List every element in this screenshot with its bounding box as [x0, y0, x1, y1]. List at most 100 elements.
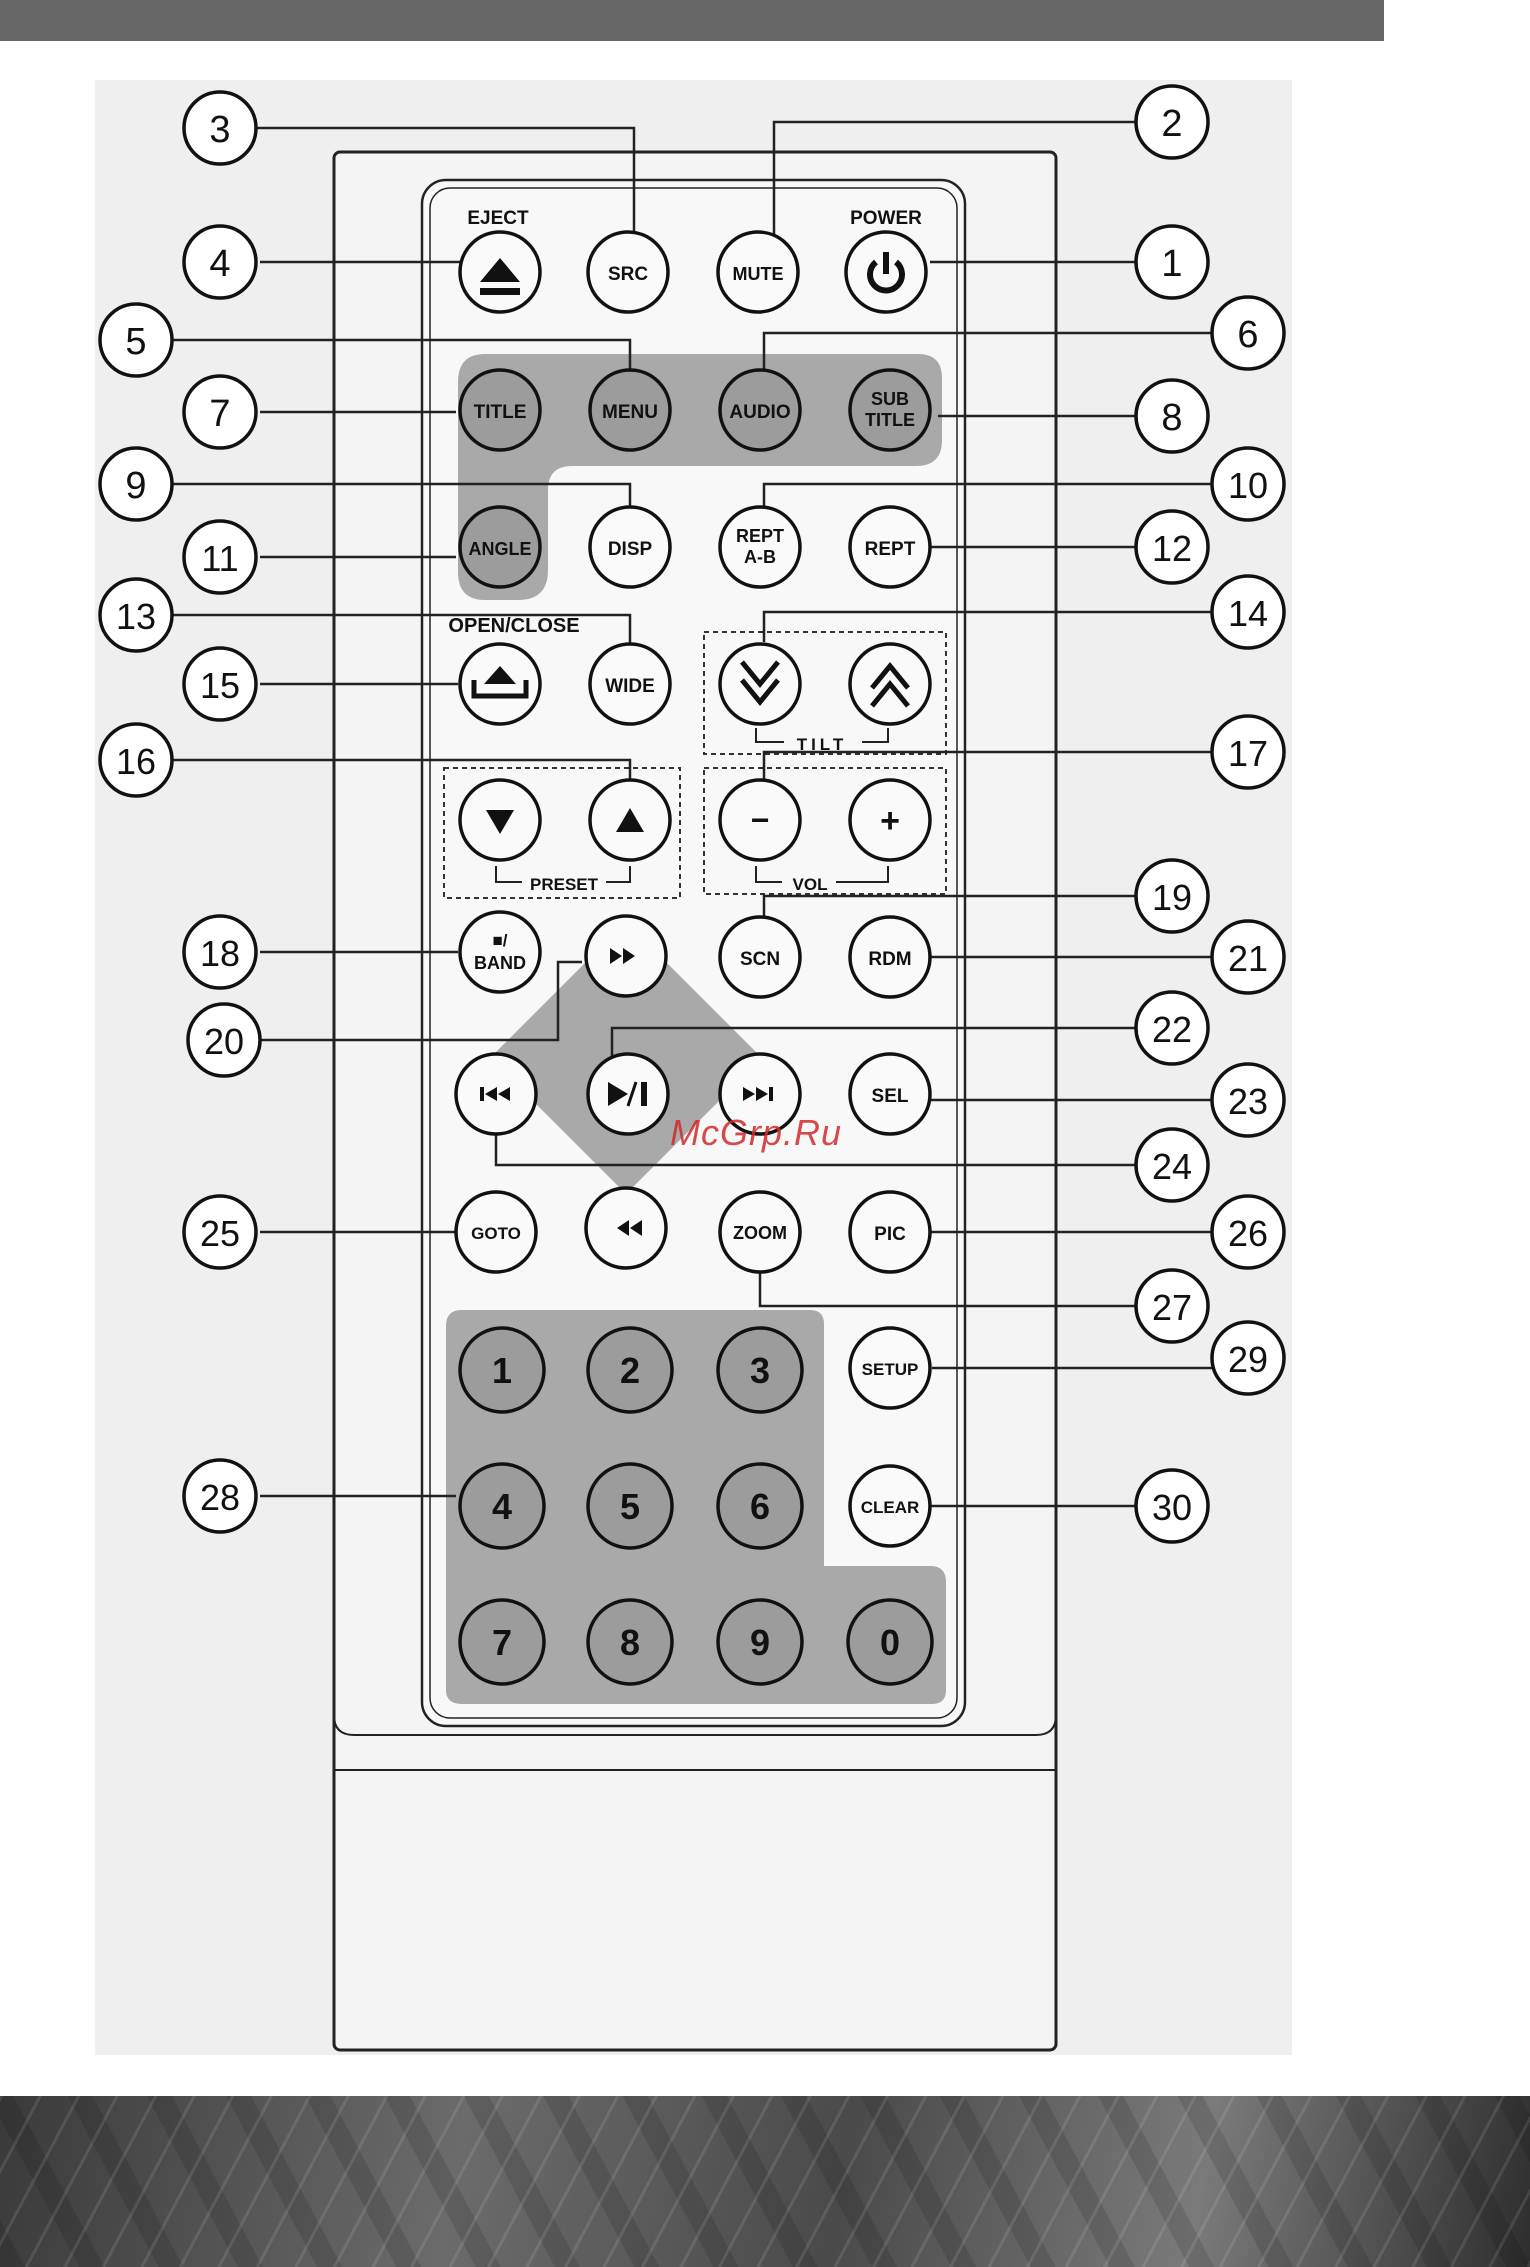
- svg-text:2: 2: [1161, 103, 1182, 145]
- stop-band-button[interactable]: ■/ BAND: [460, 912, 540, 992]
- callout-4: 4: [184, 226, 256, 298]
- callout-25: 25: [184, 1196, 256, 1268]
- vol-up-button[interactable]: +: [850, 780, 930, 860]
- svg-text:10: 10: [1228, 465, 1268, 506]
- preset-down-button[interactable]: [460, 780, 540, 860]
- src-button[interactable]: SRC: [588, 232, 668, 312]
- disp-button[interactable]: DISP: [590, 507, 670, 587]
- svg-text:22: 22: [1152, 1009, 1192, 1050]
- svg-text:21: 21: [1228, 938, 1268, 979]
- callout-19: 19: [1136, 860, 1208, 932]
- svg-text:11: 11: [201, 538, 238, 579]
- previous-button[interactable]: [456, 1054, 536, 1134]
- rdm-button[interactable]: RDM: [850, 917, 930, 997]
- title-button[interactable]: TITLE: [460, 370, 540, 450]
- svg-text:8: 8: [1161, 397, 1182, 439]
- zoom-button[interactable]: ZOOM: [720, 1192, 800, 1272]
- callout-18: 18: [184, 916, 256, 988]
- eject-label: EJECT: [467, 208, 529, 229]
- rept-button[interactable]: REPT: [850, 507, 930, 587]
- callout-30: 30: [1136, 1470, 1208, 1542]
- digit-8-button[interactable]: 8: [588, 1600, 672, 1684]
- vol-down-button[interactable]: −: [720, 780, 800, 860]
- pic-button-label: PIC: [874, 1224, 906, 1245]
- digit-9-label: 9: [750, 1622, 770, 1663]
- sel-button[interactable]: SEL: [850, 1054, 930, 1134]
- audio-button[interactable]: AUDIO: [720, 370, 800, 450]
- power-label: POWER: [850, 208, 922, 229]
- clear-button[interactable]: CLEAR: [850, 1466, 930, 1546]
- digit-4-button[interactable]: 4: [460, 1464, 544, 1548]
- svg-text:13: 13: [116, 596, 156, 637]
- subtitle-button[interactable]: SUB TITLE: [850, 370, 930, 450]
- src-button-label: SRC: [608, 264, 648, 285]
- title-button-label: TITLE: [474, 402, 527, 423]
- digit-0-label: 0: [880, 1622, 900, 1663]
- svg-text:16: 16: [116, 741, 156, 782]
- digit-1-button[interactable]: 1: [460, 1328, 544, 1412]
- wide-button[interactable]: WIDE: [590, 644, 670, 724]
- callout-28: 28: [184, 1460, 256, 1532]
- svg-text:28: 28: [200, 1477, 240, 1518]
- watermark: McGrp.Ru: [670, 1112, 842, 1154]
- svg-text:19: 19: [1152, 877, 1192, 918]
- digit-5-label: 5: [620, 1486, 640, 1527]
- menu-button[interactable]: MENU: [590, 370, 670, 450]
- tilt-up-button[interactable]: [850, 644, 930, 724]
- vol-label: VOL: [793, 875, 828, 894]
- menu-button-label: MENU: [602, 402, 658, 423]
- callout-8: 8: [1136, 380, 1208, 452]
- preset-up-button[interactable]: [590, 780, 670, 860]
- rewind-button[interactable]: [586, 1188, 666, 1268]
- eject-button[interactable]: [460, 232, 540, 312]
- callout-17: 17: [1212, 716, 1284, 788]
- digit-3-button[interactable]: 3: [718, 1328, 802, 1412]
- goto-button[interactable]: GOTO: [456, 1192, 536, 1272]
- callout-13: 13: [100, 579, 172, 651]
- digit-7-button[interactable]: 7: [460, 1600, 544, 1684]
- digit-9-button[interactable]: 9: [718, 1600, 802, 1684]
- svg-text:18: 18: [200, 933, 240, 974]
- rept-button-label: REPT: [865, 539, 916, 560]
- stop-band-label-1: ■/: [493, 931, 508, 950]
- clear-button-label: CLEAR: [861, 1498, 920, 1517]
- audio-button-label: AUDIO: [729, 402, 790, 423]
- scn-button[interactable]: SCN: [720, 917, 800, 997]
- open-close-button[interactable]: [460, 644, 540, 724]
- svg-text:6: 6: [1237, 314, 1258, 356]
- sel-button-label: SEL: [872, 1086, 909, 1107]
- rept-ab-label-2: A-B: [744, 547, 776, 567]
- setup-button[interactable]: SETUP: [850, 1328, 930, 1408]
- vol-up-label: +: [880, 802, 900, 840]
- rept-ab-button[interactable]: REPT A-B: [720, 507, 800, 587]
- callout-27: 27: [1136, 1270, 1208, 1342]
- svg-text:3: 3: [209, 109, 230, 151]
- callout-6: 6: [1212, 297, 1284, 369]
- digit-0-button[interactable]: 0: [848, 1600, 932, 1684]
- callout-23: 23: [1212, 1064, 1284, 1136]
- power-button[interactable]: [846, 232, 926, 312]
- play-pause-button[interactable]: [588, 1054, 668, 1134]
- digit-5-button[interactable]: 5: [588, 1464, 672, 1548]
- mute-button[interactable]: MUTE: [718, 232, 798, 312]
- tilt-down-button[interactable]: [720, 644, 800, 724]
- zoom-button-label: ZOOM: [733, 1223, 787, 1243]
- svg-text:26: 26: [1228, 1213, 1268, 1254]
- callout-10: 10: [1212, 448, 1284, 520]
- callout-22: 22: [1136, 992, 1208, 1064]
- tilt-label: TILT: [797, 735, 848, 754]
- svg-text:23: 23: [1228, 1081, 1268, 1122]
- svg-text:30: 30: [1152, 1487, 1192, 1528]
- pic-button[interactable]: PIC: [850, 1192, 930, 1272]
- digit-2-button[interactable]: 2: [588, 1328, 672, 1412]
- angle-button[interactable]: ANGLE: [460, 507, 540, 587]
- subtitle-button-label-2: TITLE: [865, 410, 915, 430]
- callout-3: 3: [184, 92, 256, 164]
- vol-down-label: −: [751, 802, 770, 838]
- callout-9: 9: [100, 448, 172, 520]
- callout-14: 14: [1212, 576, 1284, 648]
- digit-6-button[interactable]: 6: [718, 1464, 802, 1548]
- setup-button-label: SETUP: [862, 1360, 919, 1379]
- svg-text:29: 29: [1228, 1339, 1268, 1380]
- fast-forward-button[interactable]: [586, 916, 666, 996]
